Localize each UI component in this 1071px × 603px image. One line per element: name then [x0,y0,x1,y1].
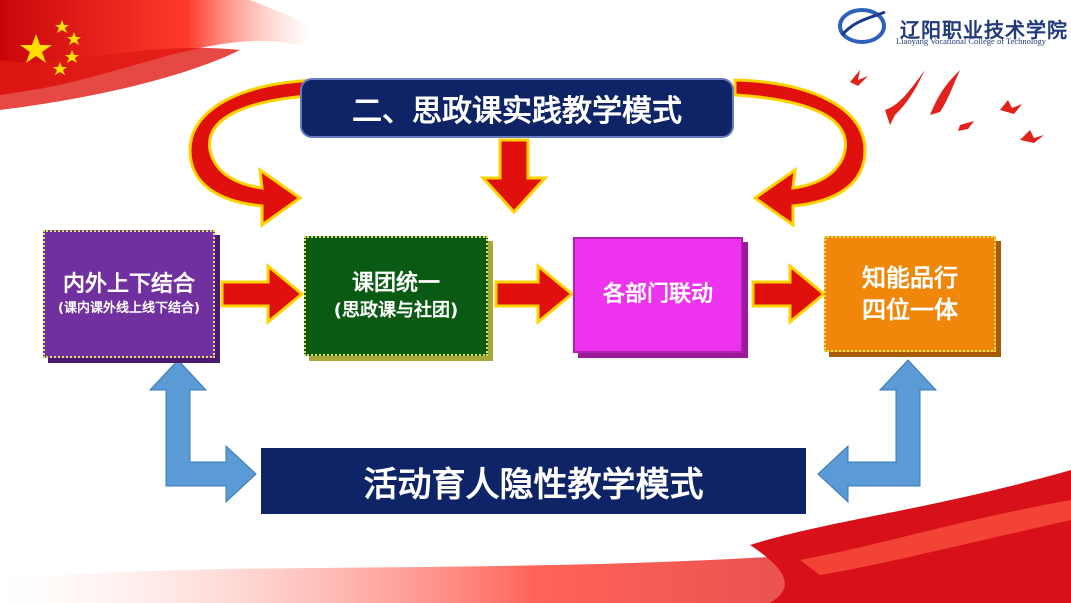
flow-box-2-title: 课团统一 [351,271,440,296]
flow-box-departments: 各部门联动 [573,237,743,353]
right-arrow-1 [220,262,305,326]
flow-box-4-line2: 四位一体 [862,296,958,324]
right-arrow-3 [751,262,827,326]
flow-box-four-in-one: 知能品行 四位一体 [824,236,996,352]
title-text: 二、思政课实践教学模式 [352,94,682,129]
flow-box-course-club: 课团统一 (思政课与社团) [304,236,488,356]
flow-box-1-subtitle: (课内课外线上线下结合) [58,301,200,317]
down-arrow-center [479,138,549,215]
title-banner: 二、思政课实践教学模式 [300,78,734,138]
bottom-banner-text: 活动育人隐性教学模式 [363,464,704,505]
flow-box-1-title: 内外上下结合 [62,272,195,298]
flow-box-3-title: 各部门联动 [602,282,713,308]
blue-arrow-left [148,359,257,504]
curved-arrow-right [733,78,867,228]
blue-arrow-right [817,359,938,504]
curved-arrow-left [188,78,322,228]
college-name-en: Liaoyang Vocational College of Technolog… [896,36,1047,46]
flow-box-inside-outside: 内外上下结合 (课内课外线上线下结合) [43,230,215,358]
china-flag-icon [0,0,312,110]
right-arrow-2 [494,262,575,326]
college-name-cn: 辽阳职业技术学院 [900,18,1068,42]
flow-box-2-subtitle: (思政课与社团) [333,299,459,321]
flying-birds-icon [850,70,1044,143]
bottom-banner: 活动育人隐性教学模式 [261,448,806,514]
flow-box-4-line1: 知能品行 [862,263,958,292]
